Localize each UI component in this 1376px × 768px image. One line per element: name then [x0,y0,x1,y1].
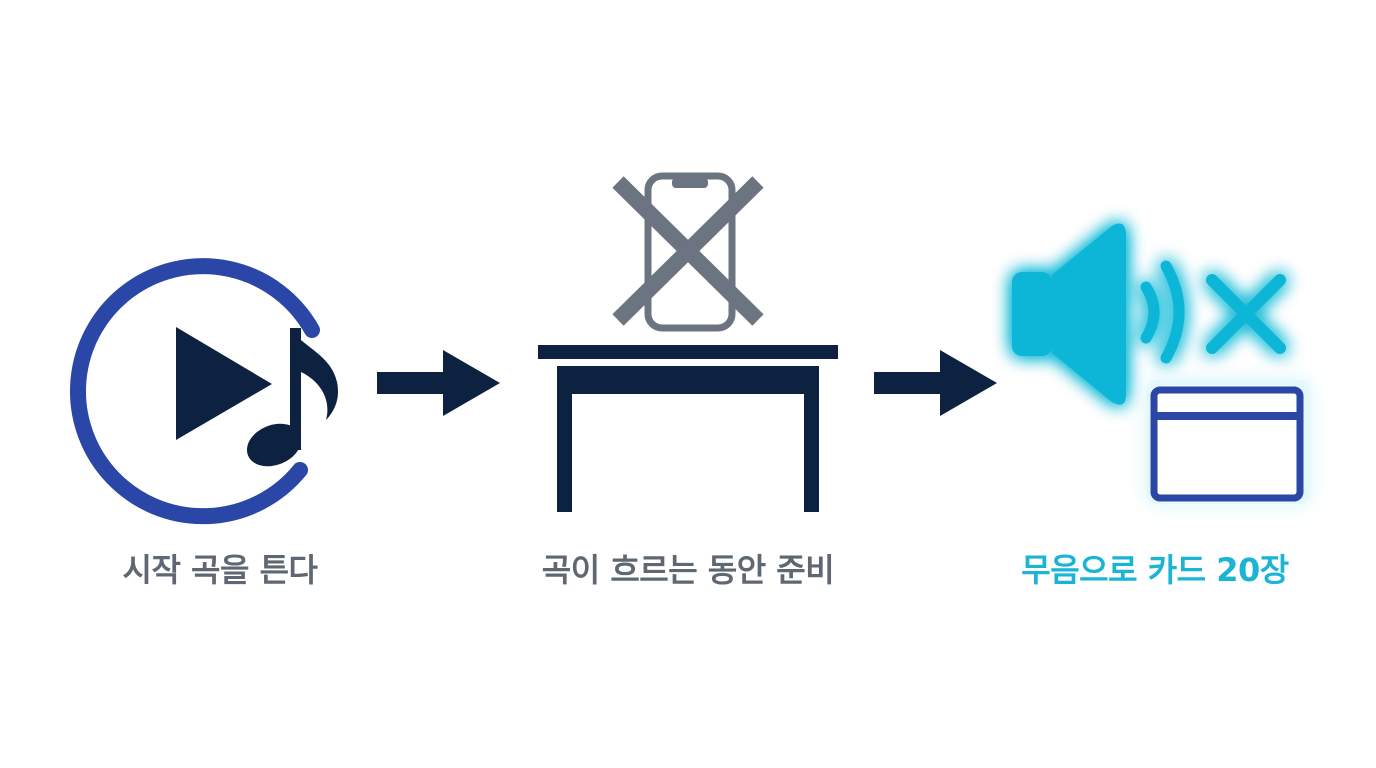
table-icon [538,345,838,512]
play-triangle-icon [176,327,272,440]
mute-x-icon [1206,274,1286,354]
step-2-label: 곡이 흐르는 동안 준비 [541,551,835,589]
play-music-icon [70,258,338,525]
circle-ring [70,258,320,525]
cross-icon [612,176,764,326]
arrow-right-icon [874,350,997,416]
card-icon [1146,380,1310,504]
speaker-icon [1012,223,1286,405]
step-3-label: 무음으로 카드 20장 [1021,551,1289,589]
arrow-right-icon [377,350,500,416]
step-1-label: 시작 곡을 튼다 [122,551,318,589]
phone-icon [644,172,736,332]
mute-speaker-card-icon [1012,223,1310,504]
no-phone-on-table-icon [538,172,838,512]
music-note-icon [246,328,338,467]
